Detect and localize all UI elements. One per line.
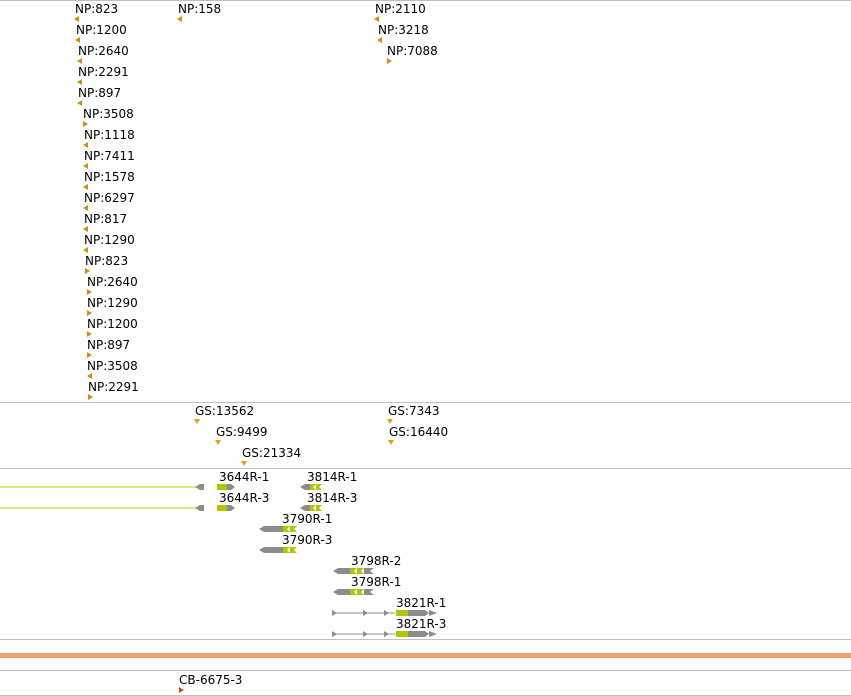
gs-track: GS:13562 GS:9499 GS:21334 GS:7343 GS:164… bbox=[0, 403, 851, 468]
marker-icon bbox=[194, 419, 200, 424]
arrow-left-icon bbox=[75, 37, 80, 43]
np-feature-label: NP:6297 bbox=[84, 191, 135, 205]
transcript-label[interactable]: 3814R-1 bbox=[307, 470, 358, 484]
gene-model-3644R-1[interactable] bbox=[0, 484, 235, 490]
np-feature-label: NP:2110 bbox=[375, 2, 426, 16]
marker-icon bbox=[387, 419, 393, 424]
arrow-right-icon bbox=[83, 121, 88, 127]
arrow-right-icon bbox=[387, 58, 392, 64]
arrow-left-icon bbox=[77, 58, 82, 64]
gene-model-3798R-2[interactable] bbox=[333, 568, 374, 574]
gene-model-3821R-1[interactable] bbox=[332, 610, 437, 616]
np-feature-label: NP:3508 bbox=[87, 359, 138, 373]
gs-feature-label: GS:21334 bbox=[242, 446, 302, 460]
gs-feature-label: GS:13562 bbox=[195, 404, 255, 418]
arrow-right-icon bbox=[85, 268, 90, 274]
gene-model-3798R-1[interactable] bbox=[333, 589, 374, 595]
arrow-left-icon bbox=[83, 247, 88, 253]
arrow-left-icon bbox=[83, 163, 88, 169]
gs-feature-label: GS:16440 bbox=[389, 425, 449, 439]
np-feature-label: NP:2291 bbox=[78, 65, 129, 79]
gene-model-3814R-3[interactable] bbox=[300, 505, 322, 511]
gs-feature-label: GS:9499 bbox=[216, 425, 268, 439]
arrow-left-icon bbox=[77, 100, 82, 106]
gene-model-3644R-3[interactable] bbox=[0, 505, 235, 511]
arrow-right-icon bbox=[179, 687, 184, 693]
transcript-track: 3644R-1 3644R-3 3814R-1 3814R-3 3790R-1 … bbox=[0, 469, 851, 639]
np-feature-label: NP:2640 bbox=[78, 44, 129, 58]
np-feature-label: NP:817 bbox=[84, 212, 128, 226]
arrow-left-icon bbox=[83, 142, 88, 148]
np-feature-label: NP:1118 bbox=[84, 128, 135, 142]
arrow-left-icon bbox=[83, 184, 88, 190]
track-separator bbox=[0, 468, 851, 469]
arrow-left-icon bbox=[74, 16, 79, 22]
np-track: NP:823 NP:1200 NP:2640 NP:2291 NP:897 NP… bbox=[74, 2, 438, 400]
arrow-right-icon bbox=[87, 310, 92, 316]
np-feature-label: NP:1290 bbox=[87, 296, 138, 310]
marker-icon bbox=[241, 461, 247, 466]
np-feature-label: NP:7411 bbox=[84, 149, 135, 163]
np-feature-label: NP:2640 bbox=[87, 275, 138, 289]
arrow-left-icon bbox=[83, 205, 88, 211]
track-separator bbox=[0, 639, 851, 640]
marker-icon bbox=[215, 440, 221, 445]
track-separator-top bbox=[0, 0, 851, 1]
np-feature-label: NP:7088 bbox=[387, 44, 438, 58]
transcript-label[interactable]: 3798R-2 bbox=[351, 554, 402, 568]
gene-model-3790R-3[interactable] bbox=[259, 547, 297, 553]
marker-icon bbox=[388, 440, 394, 445]
arrow-right-icon bbox=[88, 394, 93, 400]
np-feature-label: NP:3218 bbox=[378, 23, 429, 37]
np-feature-label: NP:823 bbox=[85, 254, 129, 268]
gene-model-3821R-3[interactable] bbox=[332, 631, 437, 637]
arrow-left-icon bbox=[177, 16, 182, 22]
arrow-right-icon bbox=[87, 289, 92, 295]
transcript-label[interactable]: 3821R-3 bbox=[396, 617, 447, 631]
arrow-left-icon bbox=[377, 37, 382, 43]
arrow-left-icon bbox=[83, 226, 88, 232]
track-separator bbox=[0, 402, 851, 403]
transcript-label[interactable]: 3790R-3 bbox=[282, 533, 333, 547]
transcript-label[interactable]: 3821R-1 bbox=[396, 596, 447, 610]
np-feature-label: NP:897 bbox=[87, 338, 131, 352]
gene-model-3814R-1[interactable] bbox=[300, 484, 322, 490]
transcript-label[interactable]: 3644R-1 bbox=[219, 470, 270, 484]
gene-model-3790R-1[interactable] bbox=[259, 526, 297, 532]
transcript-glyphs bbox=[0, 484, 437, 637]
np-feature-label: NP:3508 bbox=[83, 107, 134, 121]
arrow-right-icon bbox=[87, 331, 92, 337]
track-separator bbox=[0, 670, 851, 671]
np-feature-label: NP:158 bbox=[178, 2, 222, 16]
transcript-label[interactable]: 3814R-3 bbox=[307, 491, 358, 505]
np-feature-label: NP:1578 bbox=[84, 170, 135, 184]
transcript-label[interactable]: 3790R-1 bbox=[282, 512, 333, 526]
arrow-left-icon bbox=[77, 79, 82, 85]
np-feature-label: NP:1290 bbox=[84, 233, 135, 247]
transcript-label[interactable]: 3798R-1 bbox=[351, 575, 402, 589]
np-feature-label: NP:2291 bbox=[88, 380, 139, 394]
arrow-left-icon bbox=[87, 373, 92, 379]
np-feature-label: NP:823 bbox=[75, 2, 119, 16]
np-feature-label: NP:1200 bbox=[87, 317, 138, 331]
np-feature-label: NP:897 bbox=[78, 86, 122, 100]
cb-track: CB-6675-3 bbox=[0, 671, 851, 695]
transcript-label[interactable]: 3644R-3 bbox=[219, 491, 270, 505]
gs-feature-label: GS:7343 bbox=[388, 404, 440, 418]
arrow-left-icon bbox=[374, 16, 379, 22]
np-feature-label: NP:1200 bbox=[76, 23, 127, 37]
cb-feature-label: CB-6675-3 bbox=[179, 673, 243, 687]
coverage-bar[interactable] bbox=[0, 653, 851, 658]
arrow-right-icon bbox=[87, 352, 92, 358]
